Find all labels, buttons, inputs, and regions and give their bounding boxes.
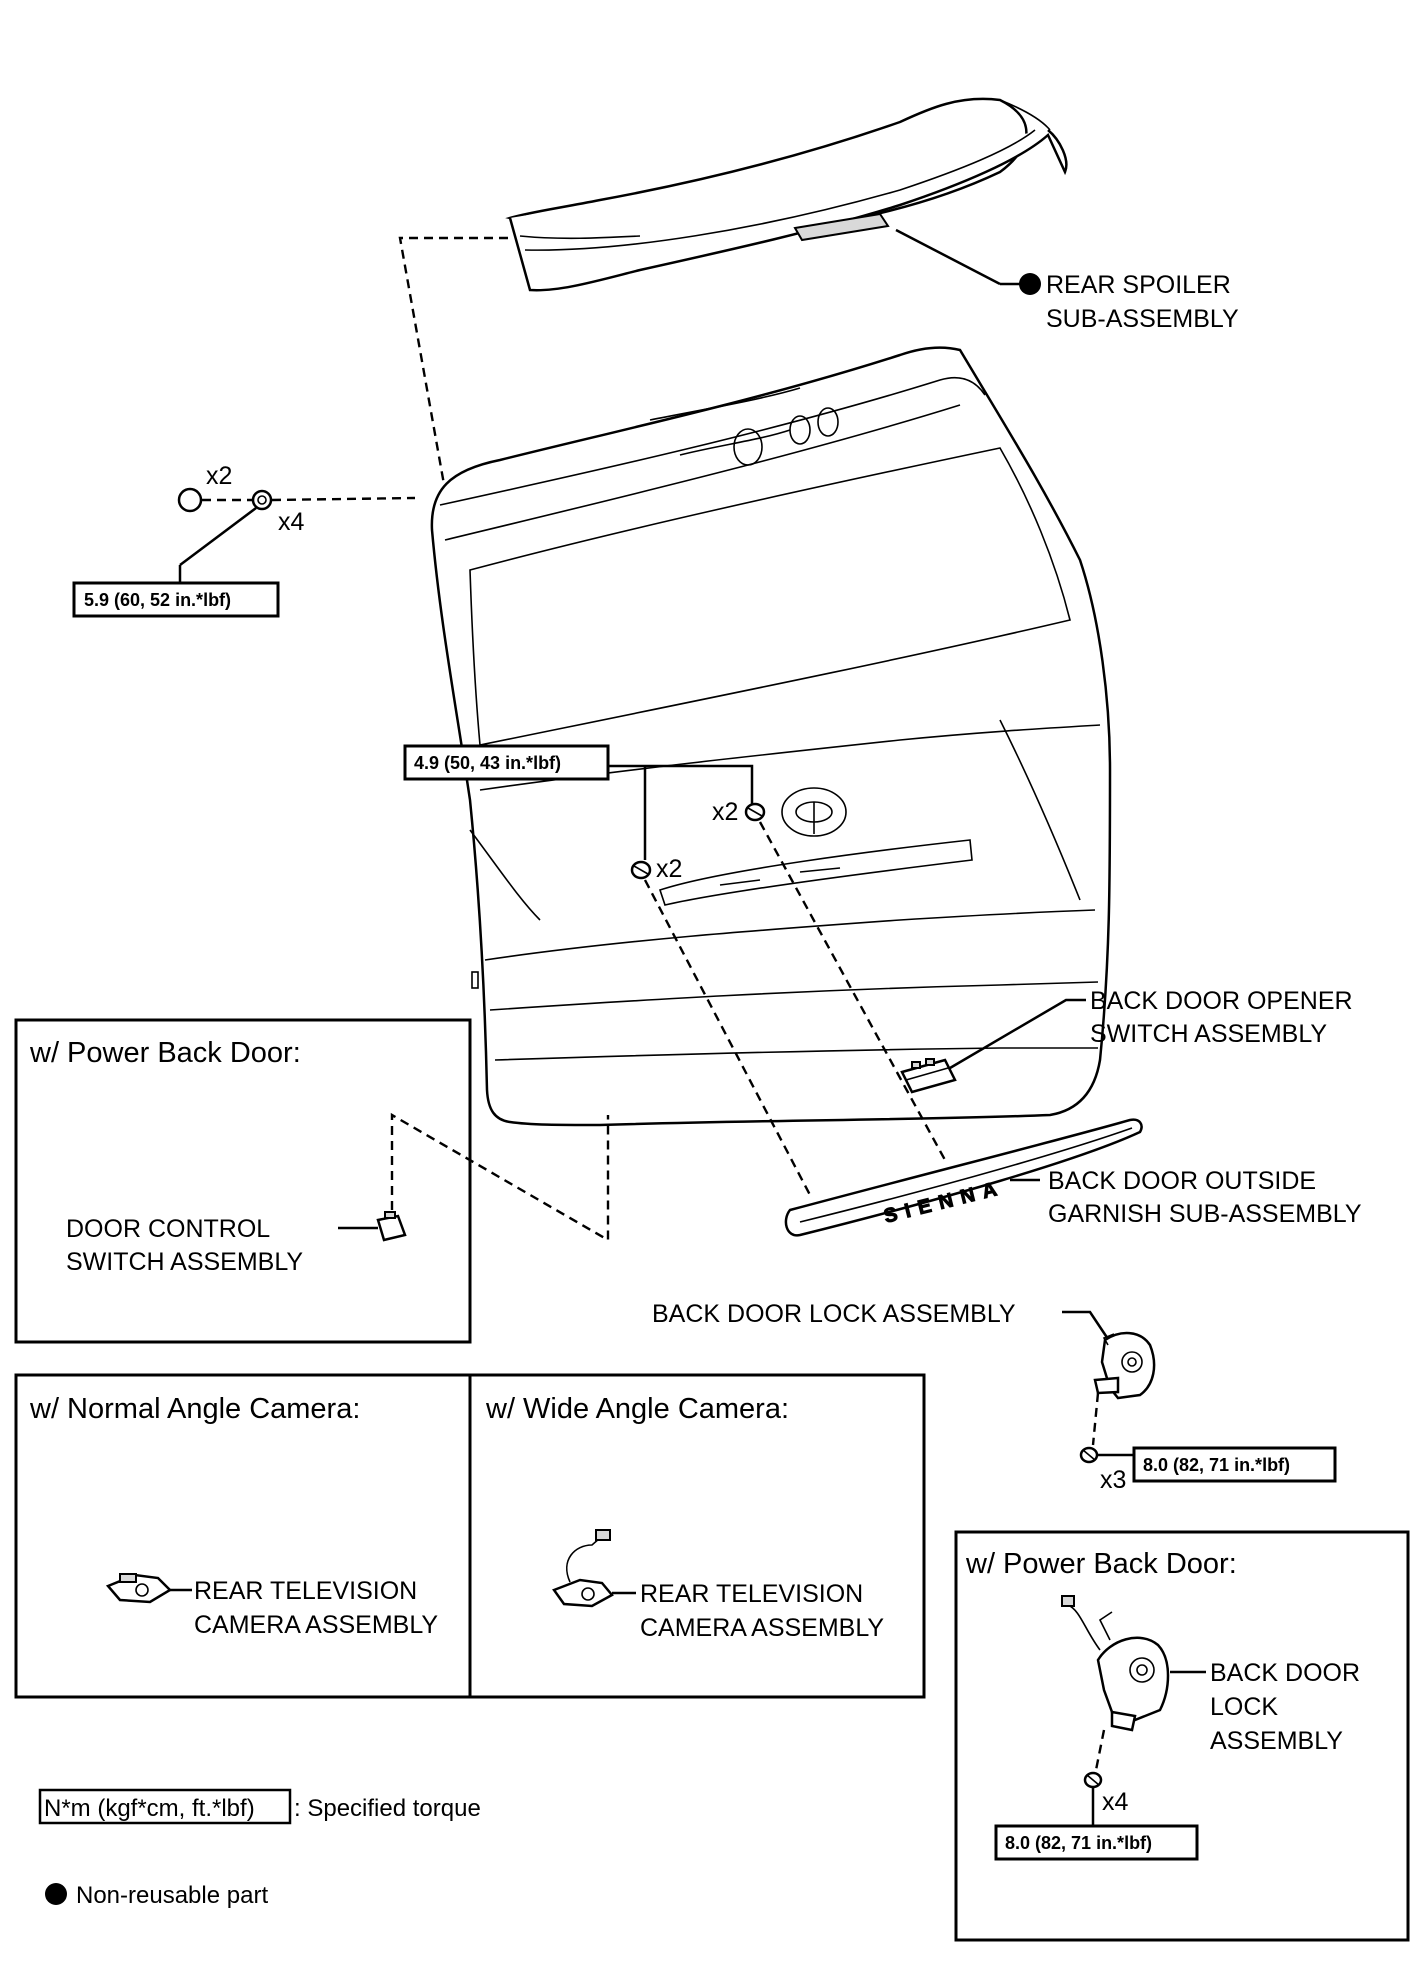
legend-torque-box: [38, 1788, 292, 1825]
camera-normal-drawing: [105, 1573, 173, 1604]
lock-assembly-label: BACK DOOR LOCK ASSEMBLY: [652, 1300, 1016, 1328]
door-control-label-2: SWITCH ASSEMBLY: [66, 1248, 303, 1276]
legend-torque-desc: : Specified torque: [294, 1795, 481, 1822]
panel-power-back-door-left-title: w/ Power Back Door:: [29, 1037, 301, 1069]
nut-left-icon: [630, 860, 652, 880]
toyota-emblem-icon: [781, 787, 847, 837]
outside-garnish-drawing: [784, 1118, 1143, 1237]
panel-power-back-door-right-title: w/ Power Back Door:: [965, 1548, 1237, 1580]
camera-wide-label-2: CAMERA ASSEMBLY: [640, 1614, 884, 1642]
panel-wide-camera-title: w/ Wide Angle Camera:: [485, 1393, 789, 1425]
spoiler-torque-value: 5.9 (60, 52 in.*lbf): [84, 590, 231, 610]
spoiler-guide-dashed: [398, 236, 508, 491]
lock-bolt-icon: [1079, 1446, 1099, 1464]
door-control-switch-drawing: [376, 1211, 407, 1242]
panel-normal-camera-title: w/ Normal Angle Camera:: [29, 1393, 360, 1425]
camera-normal-label-2: CAMERA ASSEMBLY: [194, 1611, 438, 1639]
power-lock-torque-box: [994, 1824, 1199, 1861]
outside-garnish-label-1: BACK DOOR OUTSIDE: [1048, 1167, 1316, 1195]
power-lock-bolt-icon: [1083, 1771, 1103, 1789]
clip-x2-icon: [177, 487, 203, 513]
panel-power-back-door-left: [14, 1018, 472, 1344]
garnish-torque-value: 4.9 (50, 43 in.*lbf): [414, 753, 561, 773]
power-lock-assembly-drawing: [1061, 1595, 1170, 1732]
nut-right-quantity: x2: [712, 798, 738, 826]
door-control-guide: [390, 1112, 610, 1243]
clip-quantity: x2: [206, 462, 232, 490]
nut-guide-dashed: [271, 496, 416, 502]
lock-bolt-guide: [1091, 1392, 1100, 1446]
power-lock-label-1: BACK DOOR: [1210, 1659, 1360, 1687]
legend-torque-unit: N*m (kgf*cm, ft.*lbf): [44, 1795, 255, 1822]
power-lock-bolt-guide: [1094, 1729, 1106, 1771]
panel-power-back-door-right: [954, 1530, 1410, 1942]
nut-left-quantity: x2: [656, 855, 682, 883]
lock-torque-box: [1132, 1446, 1337, 1483]
garnish-torque-leader: [608, 764, 754, 806]
door-control-label-1: DOOR CONTROL: [66, 1215, 270, 1243]
nut-quantity: x4: [278, 508, 305, 536]
rear-spoiler-drawing: [505, 97, 1068, 292]
power-lock-label-2: LOCK: [1210, 1693, 1278, 1721]
opener-switch-drawing: [900, 1058, 957, 1094]
opener-switch-label-1: BACK DOOR OPENER: [1090, 987, 1353, 1015]
rear-spoiler-label-1: REAR SPOILER: [1046, 271, 1231, 299]
power-lock-bolt-quantity: x4: [1102, 1788, 1129, 1816]
back-door-drawing: [430, 346, 1112, 1127]
garnish-torque-box: [403, 744, 610, 781]
legend-nonreusable-marker: [45, 1883, 67, 1905]
garnish-guide-right: [758, 821, 947, 1161]
lock-torque-value: 8.0 (82, 71 in.*lbf): [1143, 1455, 1290, 1475]
outside-garnish-label-2: GARNISH SUB-ASSEMBLY: [1048, 1200, 1362, 1228]
opener-switch-leader: [949, 998, 1086, 1070]
rear-spoiler-leader: [895, 228, 1001, 286]
rear-spoiler-label-2: SUB-ASSEMBLY: [1046, 305, 1239, 333]
legend-nonreusable-label: Non-reusable part: [76, 1882, 268, 1909]
camera-wide-label-1: REAR TELEVISION: [640, 1580, 863, 1608]
nonreusable-marker-spoiler: [1019, 273, 1041, 295]
spoiler-torque-box: [72, 581, 280, 618]
lock-bolt-quantity: x3: [1100, 1466, 1126, 1494]
lock-assembly-leader: [1062, 1310, 1114, 1346]
camera-wide-drawing: [552, 1529, 614, 1608]
power-lock-label-3: ASSEMBLY: [1210, 1727, 1343, 1755]
power-lock-torque-value: 8.0 (82, 71 in.*lbf): [1005, 1833, 1152, 1853]
spoiler-torque-leader: [179, 507, 257, 566]
lock-assembly-drawing: [1093, 1331, 1156, 1400]
nut-right-icon: [744, 802, 766, 822]
camera-normal-label-1: REAR TELEVISION: [194, 1577, 417, 1605]
nut-x4-icon: [251, 489, 273, 511]
opener-switch-label-2: SWITCH ASSEMBLY: [1090, 1020, 1327, 1048]
